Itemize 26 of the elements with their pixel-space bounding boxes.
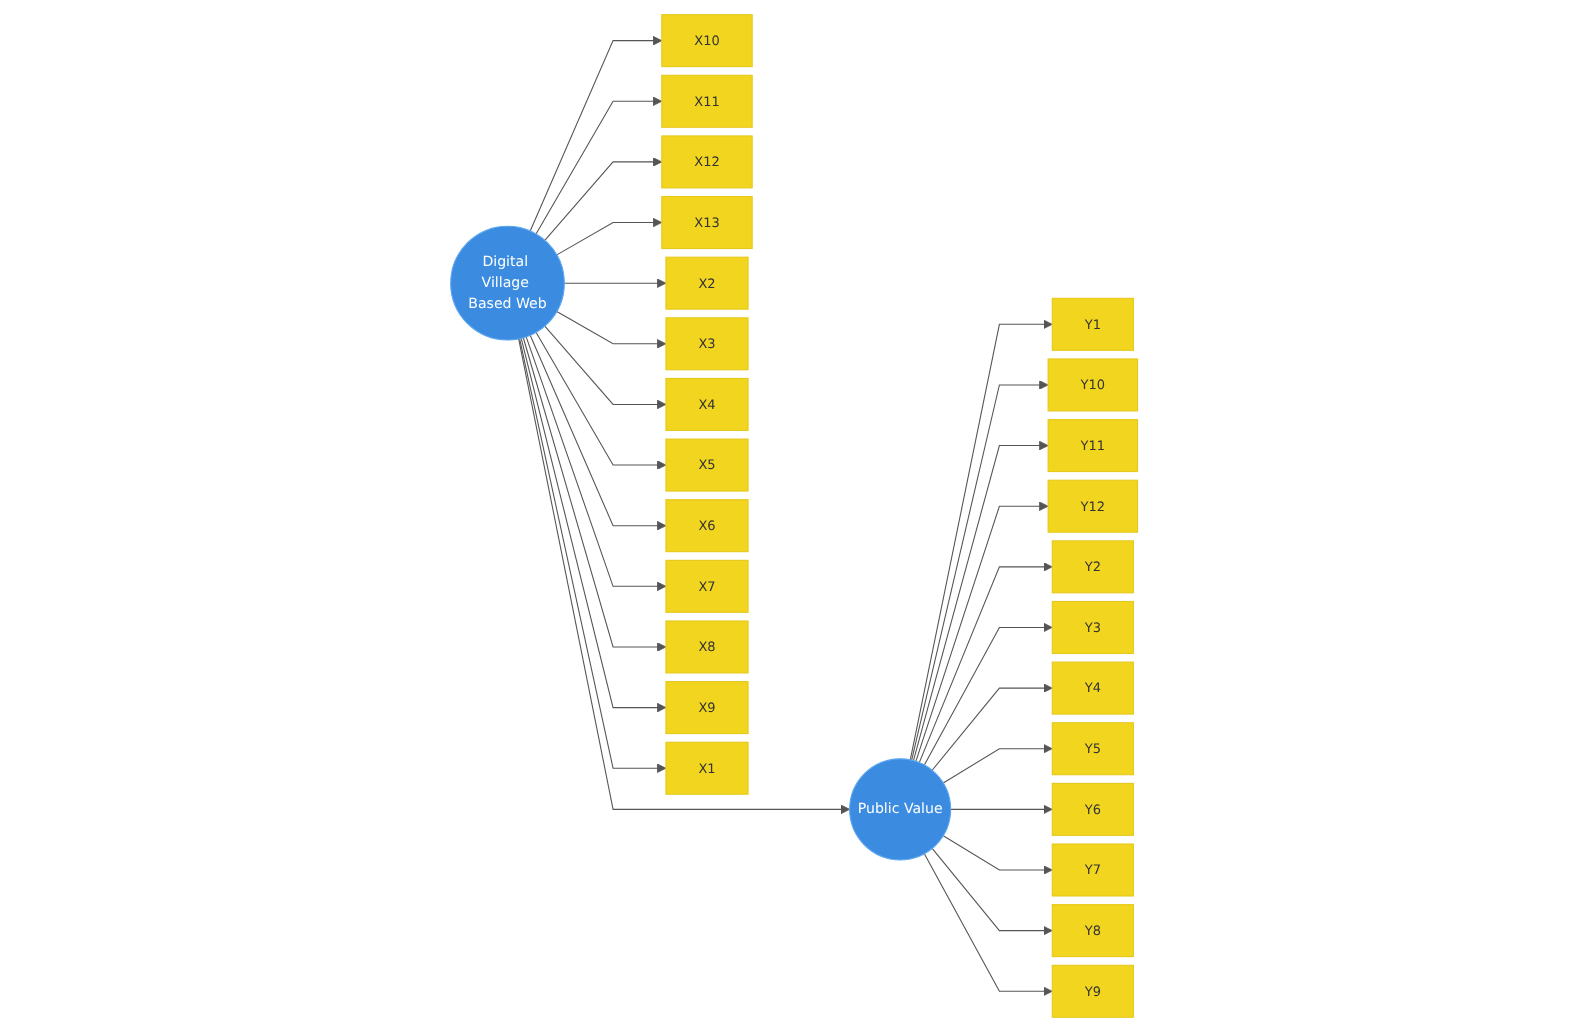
- arrow: [563, 277, 667, 287]
- arrow: [909, 318, 1053, 760]
- arrow: [529, 333, 667, 530]
- arrow: [912, 439, 1049, 761]
- arrow: [544, 324, 667, 409]
- arrow: [918, 561, 1053, 763]
- arrow: [923, 852, 1053, 996]
- arrow: [911, 379, 1049, 760]
- arrow: [520, 336, 667, 712]
- arrow: [923, 621, 1053, 765]
- arrow: [931, 846, 1053, 935]
- arrow: [942, 743, 1053, 783]
- arrow: [522, 336, 667, 651]
- arrow: [529, 34, 663, 231]
- arrow: [518, 337, 850, 814]
- arrow: [544, 156, 663, 240]
- arrow: [525, 335, 667, 591]
- arrow: [950, 803, 1053, 814]
- arrow: [556, 309, 667, 348]
- arrow: [931, 682, 1053, 770]
- arrow: [535, 330, 667, 469]
- arrow: [942, 834, 1053, 874]
- arrow: [535, 95, 663, 234]
- arrow: [915, 500, 1049, 761]
- arrow: [556, 216, 663, 255]
- arrow: [518, 337, 667, 772]
